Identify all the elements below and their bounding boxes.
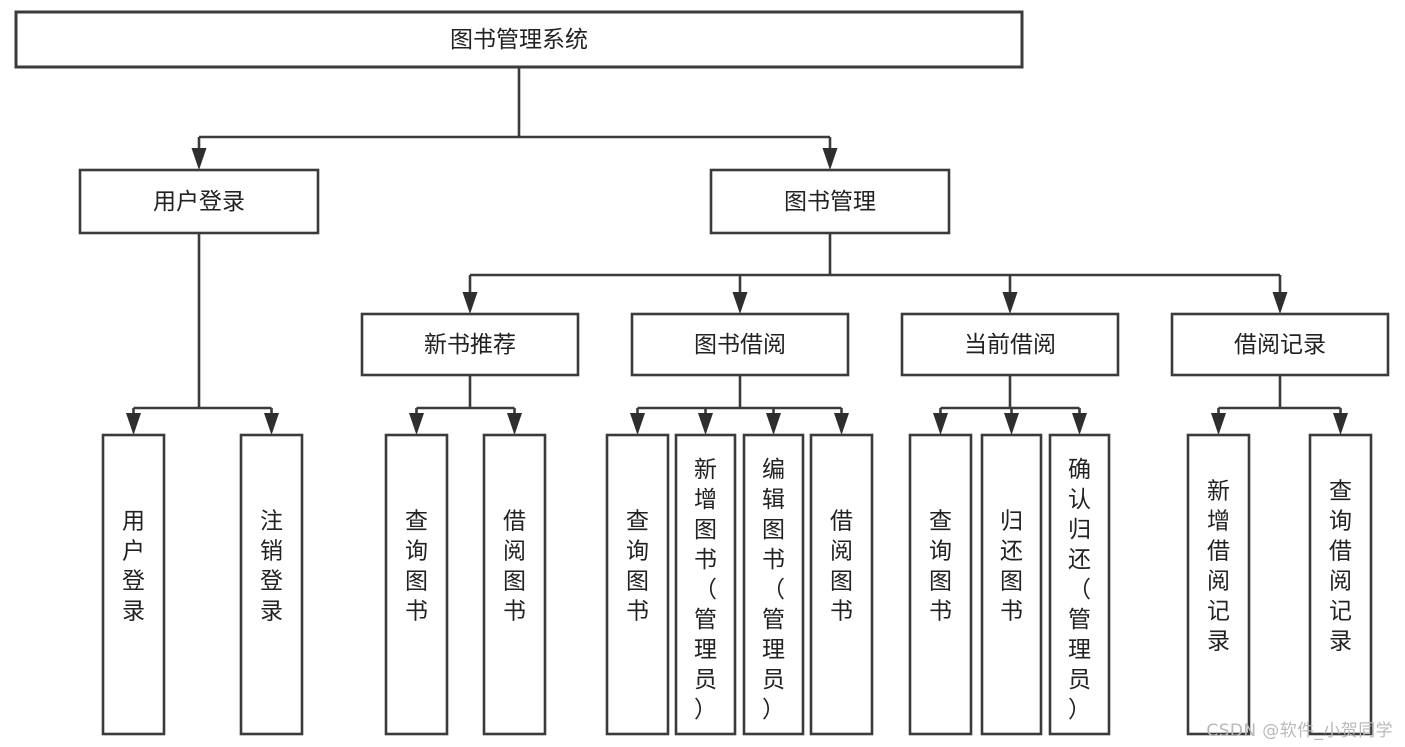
node-leaf-borrow_record-0 (1186, 433, 1251, 736)
label-layer: 图书管理系统用户登录图书管理新书推荐图书借阅当前借阅借阅记录用户登录注销登录查询… (122, 27, 1352, 723)
node-level3-label-0: 新书推荐 (424, 332, 516, 358)
arrow-head-icon (1272, 292, 1288, 314)
node-leaf-current_borrow-2 (1048, 433, 1111, 736)
arrow-head-icon (507, 413, 522, 435)
node-leaf-label-user_login-0: 用户登录 (122, 509, 145, 625)
node-leaf-user_login-0 (101, 433, 166, 736)
arrow-head-icon (191, 148, 207, 170)
node-level2-label-1: 图书管理 (784, 189, 876, 215)
node-leaf-new_book_recommend-0 (384, 433, 449, 736)
node-leaf-label-book_borrow-2: 编辑图书（管理员） (762, 457, 785, 723)
arrow-head-icon (1002, 292, 1018, 314)
node-level3-label-2: 当前借阅 (964, 332, 1056, 358)
node-leaf-label-borrow_record-1: 查询借阅记录 (1329, 479, 1352, 655)
arrow-head-icon (933, 413, 948, 435)
node-leaf-label-current_borrow-1: 归还图书 (1000, 509, 1023, 625)
node-leaf-label-borrow_record-0: 新增借阅记录 (1207, 479, 1230, 655)
node-level2-label-0: 用户登录 (153, 189, 245, 215)
node-root (14, 10, 1024, 69)
arrow-head-icon (1211, 413, 1226, 435)
node-level3-3 (1170, 312, 1390, 377)
node-leaf-label-book_borrow-0: 查询图书 (626, 509, 649, 625)
node-leaf-label-user_login-1: 注销登录 (260, 509, 283, 625)
node-level2-1 (709, 168, 951, 235)
node-leaf-current_borrow-1 (980, 433, 1043, 736)
box-layer (14, 10, 1390, 736)
node-leaf-user_login-1 (239, 433, 304, 736)
arrow-head-icon (732, 292, 748, 314)
node-level3-2 (900, 312, 1120, 377)
arrow-head-icon (822, 148, 838, 170)
node-leaf-book_borrow-3 (809, 433, 874, 736)
node-leaf-label-book_borrow-1: 新增图书（管理员） (694, 457, 717, 723)
node-level3-label-1: 图书借阅 (694, 332, 786, 358)
arrow-head-icon (409, 413, 424, 435)
node-level3-1 (630, 312, 850, 377)
connector-layer (126, 67, 1348, 435)
node-leaf-book_borrow-2 (742, 433, 805, 736)
node-leaf-label-book_borrow-3: 借阅图书 (830, 509, 853, 625)
node-leaf-book_borrow-1 (674, 433, 737, 736)
arrow-head-icon (462, 292, 478, 314)
node-leaf-label-new_book_recommend-0: 查询图书 (405, 509, 428, 625)
arrow-head-icon (126, 413, 141, 435)
csdn-watermark: CSDN @软件_小贺同学 (1206, 721, 1393, 741)
node-leaf-label-current_borrow-0: 查询图书 (929, 509, 952, 625)
node-level3-label-3: 借阅记录 (1234, 332, 1326, 358)
arrow-head-icon (1072, 413, 1087, 435)
node-leaf-borrow_record-1 (1308, 433, 1373, 736)
arrow-head-icon (766, 413, 781, 435)
node-leaf-book_borrow-0 (605, 433, 670, 736)
node-level2-0 (78, 168, 320, 235)
node-level3-0 (360, 312, 580, 377)
arrow-head-icon (264, 413, 279, 435)
node-leaf-current_borrow-0 (908, 433, 973, 736)
arrow-head-icon (1004, 413, 1019, 435)
node-root-label: 图书管理系统 (450, 27, 588, 53)
node-leaf-new_book_recommend-1 (482, 433, 547, 736)
arrow-head-icon (834, 413, 849, 435)
node-leaf-label-current_borrow-2: 确认归还（管理员） (1068, 457, 1091, 723)
arrow-head-icon (630, 413, 645, 435)
node-leaf-label-new_book_recommend-1: 借阅图书 (503, 509, 526, 625)
arrow-head-icon (698, 413, 713, 435)
arrow-head-icon (1333, 413, 1348, 435)
